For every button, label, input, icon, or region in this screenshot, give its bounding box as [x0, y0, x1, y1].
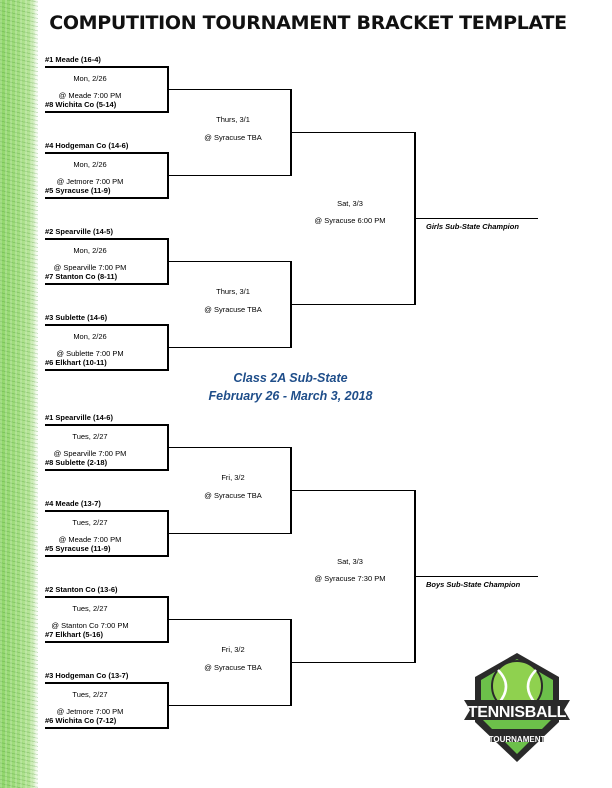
team-seed-label: #8 Wichita Co (5-14): [45, 100, 117, 109]
game-date: Thurs, 3/1: [216, 114, 250, 124]
team-line: [45, 469, 167, 471]
team-line: [45, 510, 167, 512]
champion-label: Girls Sub-State Champion: [426, 221, 519, 231]
team-line: [45, 283, 167, 285]
game-date: Tues, 2/27: [72, 690, 108, 699]
team-line: [45, 66, 167, 68]
game-date: Fri, 3/2: [221, 472, 245, 482]
team-line: [45, 111, 167, 113]
game-date: Mon, 2/26: [73, 332, 107, 341]
game-location: @ Jetmore 7:00 PM: [56, 707, 124, 716]
game-location: @ Spearville 7:00 PM: [53, 449, 127, 458]
team-seed-label: #2 Stanton Co (13-6): [45, 585, 118, 594]
grass-border: [0, 0, 38, 788]
team-seed-label: #4 Meade (13-7): [45, 499, 101, 508]
team-line: [45, 197, 167, 199]
final-location: @ Syracuse 7:30 PM: [314, 573, 386, 583]
date-range-heading: February 26 - March 3, 2018: [208, 389, 373, 403]
game-date: Tues, 2/27: [72, 432, 108, 441]
game-date: Mon, 2/26: [73, 160, 107, 169]
game-location: @ Stanton Co 7:00 PM: [51, 621, 129, 630]
team-seed-label: #8 Sublette (2-18): [45, 458, 108, 467]
champion-line: [414, 217, 538, 219]
round2-line: [167, 88, 290, 90]
game-location: @ Meade 7:00 PM: [58, 91, 122, 100]
team-seed-label: #3 Hodgeman Co (13-7): [45, 671, 129, 680]
team-line: [45, 555, 167, 557]
team-line: [45, 727, 167, 729]
semifinal-line: [290, 661, 414, 663]
team-line: [45, 238, 167, 240]
game-location: @ Syracuse TBA: [204, 662, 262, 672]
team-line: [45, 682, 167, 684]
team-line: [45, 369, 167, 371]
team-seed-label: #7 Elkhart (5-16): [45, 630, 103, 639]
game-date: Tues, 2/27: [72, 518, 108, 527]
semifinal-line: [290, 489, 414, 491]
game-location: @ Syracuse TBA: [204, 490, 262, 500]
round2-line: [167, 704, 290, 706]
logo-subword: TOURNAMENT: [488, 735, 546, 744]
game-location: @ Jetmore 7:00 PM: [56, 177, 124, 186]
final-date: Sat, 3/3: [337, 198, 363, 208]
page-title: COMPUTITION TOURNAMENT BRACKET TEMPLATE: [49, 12, 567, 34]
round2-line: [167, 446, 290, 448]
game-location: @ Syracuse TBA: [204, 304, 262, 314]
team-line: [45, 596, 167, 598]
game-date: Tues, 2/27: [72, 604, 108, 613]
team-seed-label: #1 Meade (16-4): [45, 55, 101, 64]
semifinal-line: [290, 303, 414, 305]
round2-line: [167, 346, 290, 348]
team-seed-label: #3 Sublette (14-6): [45, 313, 108, 322]
logo-word: TENNISBALL: [467, 704, 567, 721]
game-date: Fri, 3/2: [221, 644, 245, 654]
team-seed-label: #5 Syracuse (11-9): [45, 186, 111, 195]
champion-line: [414, 575, 538, 577]
class-heading: Class 2A Sub-State: [233, 371, 348, 385]
team-line: [45, 152, 167, 154]
team-seed-label: #1 Spearville (14-6): [45, 413, 113, 422]
champion-label: Boys Sub-State Champion: [426, 579, 521, 589]
semifinal-line: [290, 131, 414, 133]
game-date: Mon, 2/26: [73, 74, 107, 83]
team-line: [45, 424, 167, 426]
tennis-ball-emblem-icon: [464, 653, 570, 762]
round2-line: [167, 532, 290, 534]
tennisball-tournament-logo: TENNISBALL TOURNAMENT: [462, 650, 572, 770]
team-seed-label: #7 Stanton Co (8-11): [45, 272, 118, 281]
game-date: Thurs, 3/1: [216, 286, 250, 296]
team-seed-label: #2 Spearville (14-5): [45, 227, 113, 236]
game-location: @ Sublette 7:00 PM: [56, 349, 124, 358]
team-line: [45, 324, 167, 326]
round2-line: [167, 618, 290, 620]
team-seed-label: #6 Wichita Co (7-12): [45, 716, 117, 725]
team-seed-label: #5 Syracuse (11-9): [45, 544, 111, 553]
team-seed-label: #4 Hodgeman Co (14-6): [45, 141, 129, 150]
team-line: [45, 641, 167, 643]
final-location: @ Syracuse 6:00 PM: [314, 215, 386, 225]
game-location: @ Syracuse TBA: [204, 132, 262, 142]
round2-line: [167, 174, 290, 176]
game-location: @ Spearville 7:00 PM: [53, 263, 127, 272]
round2-line: [167, 260, 290, 262]
game-date: Mon, 2/26: [73, 246, 107, 255]
team-seed-label: #6 Elkhart (10-11): [45, 358, 107, 367]
game-location: @ Meade 7:00 PM: [58, 535, 122, 544]
final-date: Sat, 3/3: [337, 556, 363, 566]
